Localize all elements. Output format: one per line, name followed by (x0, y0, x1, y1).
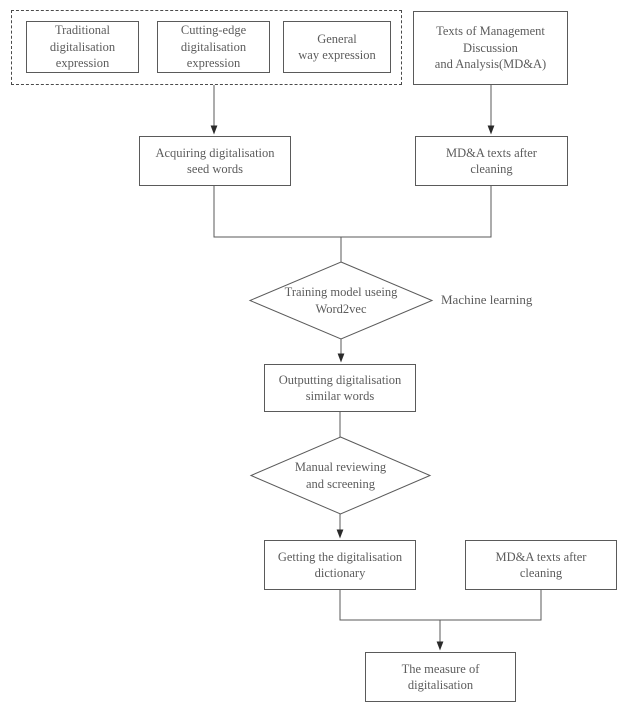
edge-join-to-word2vec-bus (213, 186, 492, 238)
node-general-way-expression[interactable]: General way expression (283, 21, 391, 73)
node-getting-the-digitalisation-dictionary[interactable]: Getting the digitalisation dictionary (264, 540, 416, 590)
node-traditional-digitalisation-expression[interactable]: Traditional digitalisation expression (26, 21, 139, 73)
diamond-shape-manual-review (249, 436, 432, 515)
edge-join-to-measure-bus (339, 590, 542, 621)
node-mdna-texts-after-cleaning-bottom[interactable]: MD&A texts after cleaning (465, 540, 617, 590)
expression-group-dashed-border (11, 10, 402, 85)
node-acquiring-digitalisation-seed-words[interactable]: Acquiring digitalisation seed words (139, 136, 291, 186)
node-mdna-texts-after-cleaning-top[interactable]: MD&A texts after cleaning (415, 136, 568, 186)
annotation-machine-learning: Machine learning (441, 292, 533, 307)
node-manual-reviewing-and-screening[interactable]: Manual reviewing and screening (249, 436, 432, 515)
node-training-model-useing-word2vec[interactable]: Training model useing Word2vec (248, 261, 434, 340)
node-the-measure-of-digitalisation[interactable]: The measure of digitalisation (365, 652, 516, 702)
node-texts-of-management-discussion-and-analysis[interactable]: Texts of Management Discussion and Analy… (413, 11, 568, 85)
node-cutting-edge-digitalisation-expression[interactable]: Cutting-edge digitalisation expression (157, 21, 270, 73)
diamond-shape-word2vec (248, 261, 434, 340)
node-outputting-digitalisation-similar-words[interactable]: Outputting digitalisation similar words (264, 364, 416, 412)
